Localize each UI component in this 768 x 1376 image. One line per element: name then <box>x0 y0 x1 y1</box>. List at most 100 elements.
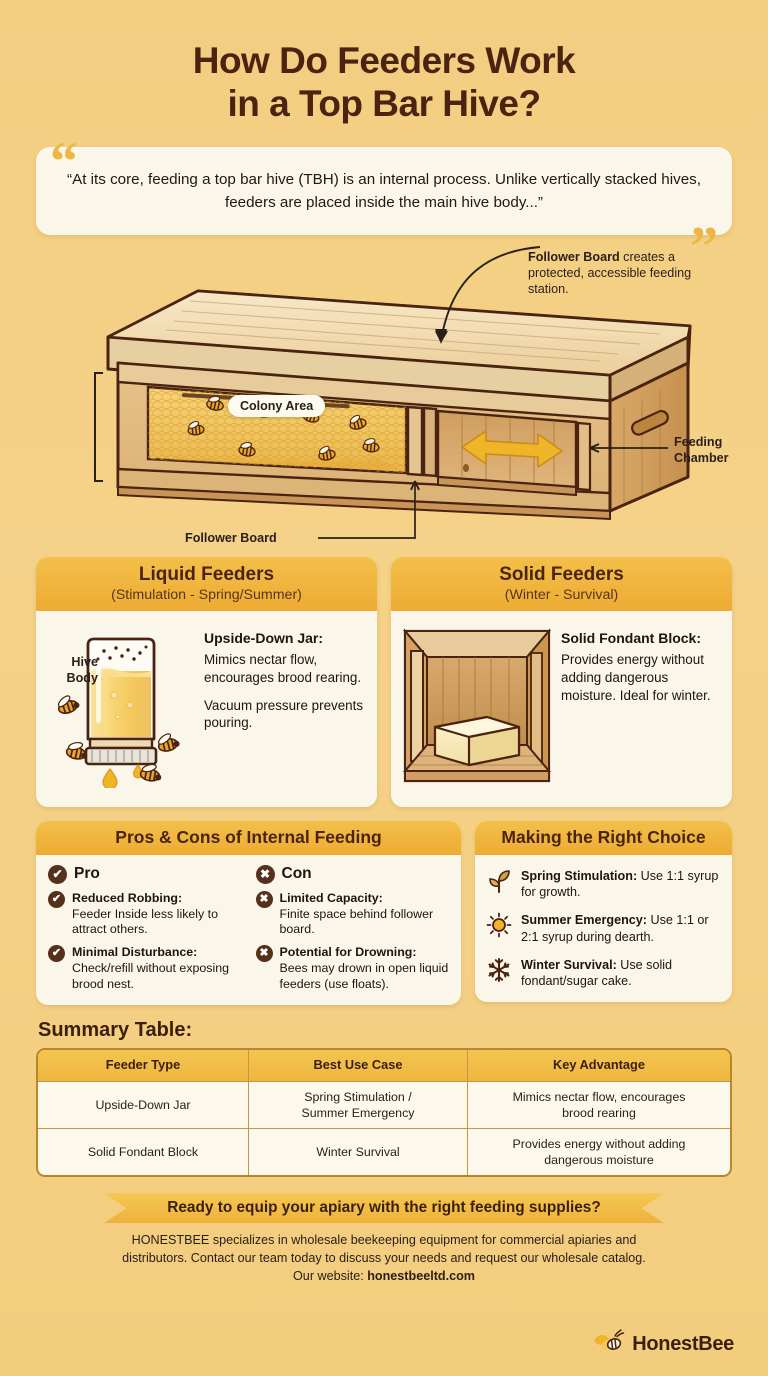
footer-line-2: distributors. Contact our team today to … <box>122 1250 646 1265</box>
liquid-feeders-para-2: Vacuum pressure prevents pouring. <box>204 697 364 731</box>
double-arrow-icon <box>461 429 563 468</box>
right-choice-title: Making the Right Choice <box>475 820 732 855</box>
pro-header-row: ✔ Pro <box>48 864 244 884</box>
brand-logo: HonestBee <box>592 1327 734 1362</box>
snowflake-icon <box>485 956 513 984</box>
liquid-feeders-subtitle: (Stimulation - Spring/Summer) <box>111 586 302 603</box>
table-cell-line: Spring Stimulation / <box>304 1089 412 1104</box>
table-header-row: Feeder Type Best Use Case Key Advantage <box>38 1049 730 1081</box>
table-header-cell: Key Advantage <box>553 1056 645 1072</box>
summary-table-label: Summary Table: <box>38 1018 193 1041</box>
pros-cons-panel: Pros & Cons of Internal Feeding ✔ Pro ✔ … <box>36 820 461 1005</box>
summary-table: Feeder Type Best Use Case Key Advantage … <box>36 1047 732 1178</box>
table-header-cell: Feeder Type <box>105 1056 181 1072</box>
website-prefix: Our website: <box>293 1268 368 1283</box>
con-item-text: Bees may drown in open liquid feeders (u… <box>279 961 449 992</box>
table-cell-best-use-case: Spring Stimulation /Summer Emergency <box>248 1081 468 1128</box>
cross-icon: ✖ <box>255 890 273 908</box>
con-item-text: Finite space behind follower board. <box>279 906 434 937</box>
right-choice-item-rest: Use solid fondant/sugar cake. <box>521 958 673 989</box>
right-choice-item-bold: Spring Stimulation: <box>521 868 638 883</box>
solid-feeders-card: Solid Feeders (Winter - Survival) <box>391 556 732 807</box>
con-header-row: ✖ Con <box>255 864 452 884</box>
right-choice-item: Spring Stimulation: Use 1:1 syrup for gr… <box>485 867 720 901</box>
con-item: ✖ Limited Capacity:Finite space behind f… <box>255 890 452 939</box>
callout-bold-text: Follower Board <box>528 249 620 264</box>
upside-down-jar-illustration <box>46 623 196 793</box>
right-choice-item-bold: Winter Survival: <box>521 958 617 973</box>
pro-item: ✔ Minimal Disturbance:Check/refill witho… <box>48 945 244 993</box>
con-item-title: Potential for Drowning: <box>279 945 417 960</box>
website-link[interactable]: honestbeeltd.com <box>367 1268 475 1283</box>
hive-body-bracket <box>94 371 103 482</box>
pro-item-title: Reduced Robbing: <box>72 890 183 905</box>
liquid-feeders-para-1: Mimics nectar flow, encourages brood rea… <box>204 652 362 685</box>
liquid-feeders-card: Liquid Feeders (Stimulation - Spring/Sum… <box>36 556 377 807</box>
cta-ribbon[interactable]: Ready to equip your apiary with the righ… <box>104 1193 664 1224</box>
solid-feeders-para-1: Provides energy without adding dangerous… <box>561 652 711 703</box>
footer-text: HONESTBEE specializes in wholesale beeke… <box>50 1232 718 1286</box>
pros-cons-and-choice-row: Pros & Cons of Internal Feeding ✔ Pro ✔ … <box>36 820 732 1005</box>
right-choice-item-bold: Summer Emergency: <box>521 913 647 928</box>
check-icon: ✔ <box>48 945 65 963</box>
solid-feeders-title: Solid Feeders <box>499 563 624 585</box>
con-item-title: Limited Capacity: <box>279 890 383 905</box>
pros-cons-title: Pros & Cons of Internal Feeding <box>36 820 461 855</box>
con-item: ✖ Potential for Drowning:Bees may drown … <box>255 945 452 993</box>
pro-item-text: Feeder Inside less likely to attract oth… <box>72 906 219 937</box>
check-icon: ✔ <box>48 864 67 884</box>
solid-feeders-header: Solid Feeders (Winter - Survival) <box>391 556 732 611</box>
title-line-1: How Do Feeders Work <box>192 40 576 81</box>
table-row: Solid Fondant Block Winter Survival Prov… <box>38 1127 730 1176</box>
liquid-feeders-title: Liquid Feeders <box>138 563 275 585</box>
solid-feeders-lead: Solid Fondant Block: <box>561 629 701 646</box>
feeding-chamber-leader <box>589 442 668 453</box>
bee-logo-icon <box>592 1327 626 1362</box>
quote-mark-close-icon: ” <box>690 215 718 278</box>
solid-feeders-subtitle: (Winter - Survival) <box>504 586 619 603</box>
colony-area-label: Colony Area <box>228 394 326 417</box>
brand-name: HonestBee <box>632 1333 734 1355</box>
liquid-feeders-header: Liquid Feeders (Stimulation - Spring/Sum… <box>36 556 377 611</box>
callout-rest-text: creates a protected, accessible feeding … <box>528 249 692 296</box>
table-cell-feeder-type: Solid Fondant Block <box>87 1144 199 1159</box>
cons-column: ✖ Con ✖ Limited Capacity:Finite space be… <box>244 864 452 993</box>
con-header-label: Con <box>281 865 312 883</box>
pro-item-text: Check/refill without exposing brood nest… <box>72 961 230 992</box>
cross-icon: ✖ <box>255 945 273 963</box>
table-cell-line: Mimics nectar flow, encourages <box>512 1089 686 1104</box>
table-cell-line: Summer Emergency <box>301 1105 415 1120</box>
right-choice-panel: Making the Right Choice Spring Stimulati… <box>475 820 732 1002</box>
follower-board-leader <box>318 480 420 539</box>
follower-board-label: Follower Board <box>185 530 277 545</box>
solid-feeders-text: Solid Fondant Block: Provides energy wit… <box>561 623 720 793</box>
pro-header-label: Pro <box>74 865 100 883</box>
check-icon: ✔ <box>48 890 65 908</box>
follower-board-callout: Follower Board creates a protected, acce… <box>528 249 728 297</box>
right-choice-item: Winter Survival: Use solid fondant/sugar… <box>485 956 720 990</box>
fondant-block <box>433 715 521 766</box>
liquid-feeders-lead: Upside-Down Jar: <box>204 629 324 646</box>
right-choice-item-rest: Use 1:1 syrup for growth. <box>521 868 719 900</box>
table-cell-line: brood rearing <box>562 1105 636 1120</box>
quote-mark-open-icon: “ <box>50 131 78 194</box>
right-choice-item-rest: Use 1:1 or 2:1 syrup during dearth. <box>521 913 709 944</box>
table-header-cell: Best Use Case <box>248 1049 468 1081</box>
cross-icon: ✖ <box>255 864 275 884</box>
fondant-block-illustration <box>401 623 553 793</box>
feeder-cards: Liquid Feeders (Stimulation - Spring/Sum… <box>36 556 732 807</box>
footer-line-1: HONESTBEE specializes in wholesale beeke… <box>131 1233 637 1248</box>
intro-quote: “ “At its core, feeding a top bar hive (… <box>36 134 732 275</box>
pro-item: ✔ Reduced Robbing:Feeder Inside less lik… <box>48 890 244 939</box>
callout-leader <box>435 245 541 344</box>
quote-text: “At its core, feeding a top bar hive (TB… <box>67 171 701 211</box>
title-line-2: in a Top Bar Hive? <box>227 82 541 124</box>
liquid-feeders-text: Upside-Down Jar: Mimics nectar flow, enc… <box>204 623 365 793</box>
sprout-icon <box>485 867 513 895</box>
right-choice-item: Summer Emergency: Use 1:1 or 2:1 syrup d… <box>485 911 720 945</box>
pros-column: ✔ Pro ✔ Reduced Robbing:Feeder Inside le… <box>48 864 244 993</box>
